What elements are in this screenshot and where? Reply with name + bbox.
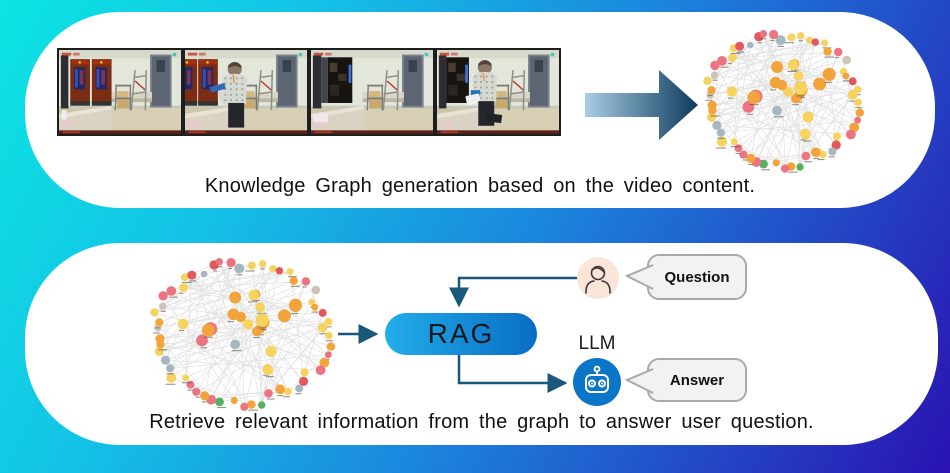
video-frame-strip bbox=[57, 48, 579, 140]
rag-box: RAG bbox=[385, 313, 537, 355]
llm-label: LLM bbox=[578, 333, 616, 354]
video-frame-4-person-at-open-machine bbox=[435, 48, 561, 136]
bottom-caption: Retrieve relevant information from the g… bbox=[149, 411, 814, 433]
answer-label: Answer bbox=[669, 371, 725, 389]
knowledge-graph-top bbox=[703, 29, 864, 173]
kg-generation-panel: Knowledge Graph generation based on the … bbox=[25, 12, 935, 208]
rag-to-llm-arrow bbox=[457, 355, 568, 393]
top-caption: Knowledge Graph generation based on the … bbox=[204, 175, 756, 197]
llm-robot-icon bbox=[573, 358, 621, 406]
answer-bubble-tail bbox=[624, 368, 654, 394]
video-to-graph-arrow-icon bbox=[585, 70, 698, 140]
video-frame-2-person-at-counter bbox=[183, 48, 309, 136]
answer-bubble: Answer bbox=[624, 358, 747, 402]
question-bubble-tail bbox=[624, 264, 654, 290]
question-bubble: Question bbox=[624, 254, 747, 300]
user-icon bbox=[577, 257, 619, 299]
video-frame-1-vending-machines-closed bbox=[57, 48, 183, 136]
question-to-rag-arrow bbox=[449, 276, 578, 308]
question-label: Question bbox=[664, 268, 730, 286]
rag-qa-panel: RAG Question LLM bbox=[25, 243, 938, 445]
video-frame-3-vending-machine-open bbox=[309, 48, 435, 136]
knowledge-graph-bottom bbox=[150, 258, 336, 411]
